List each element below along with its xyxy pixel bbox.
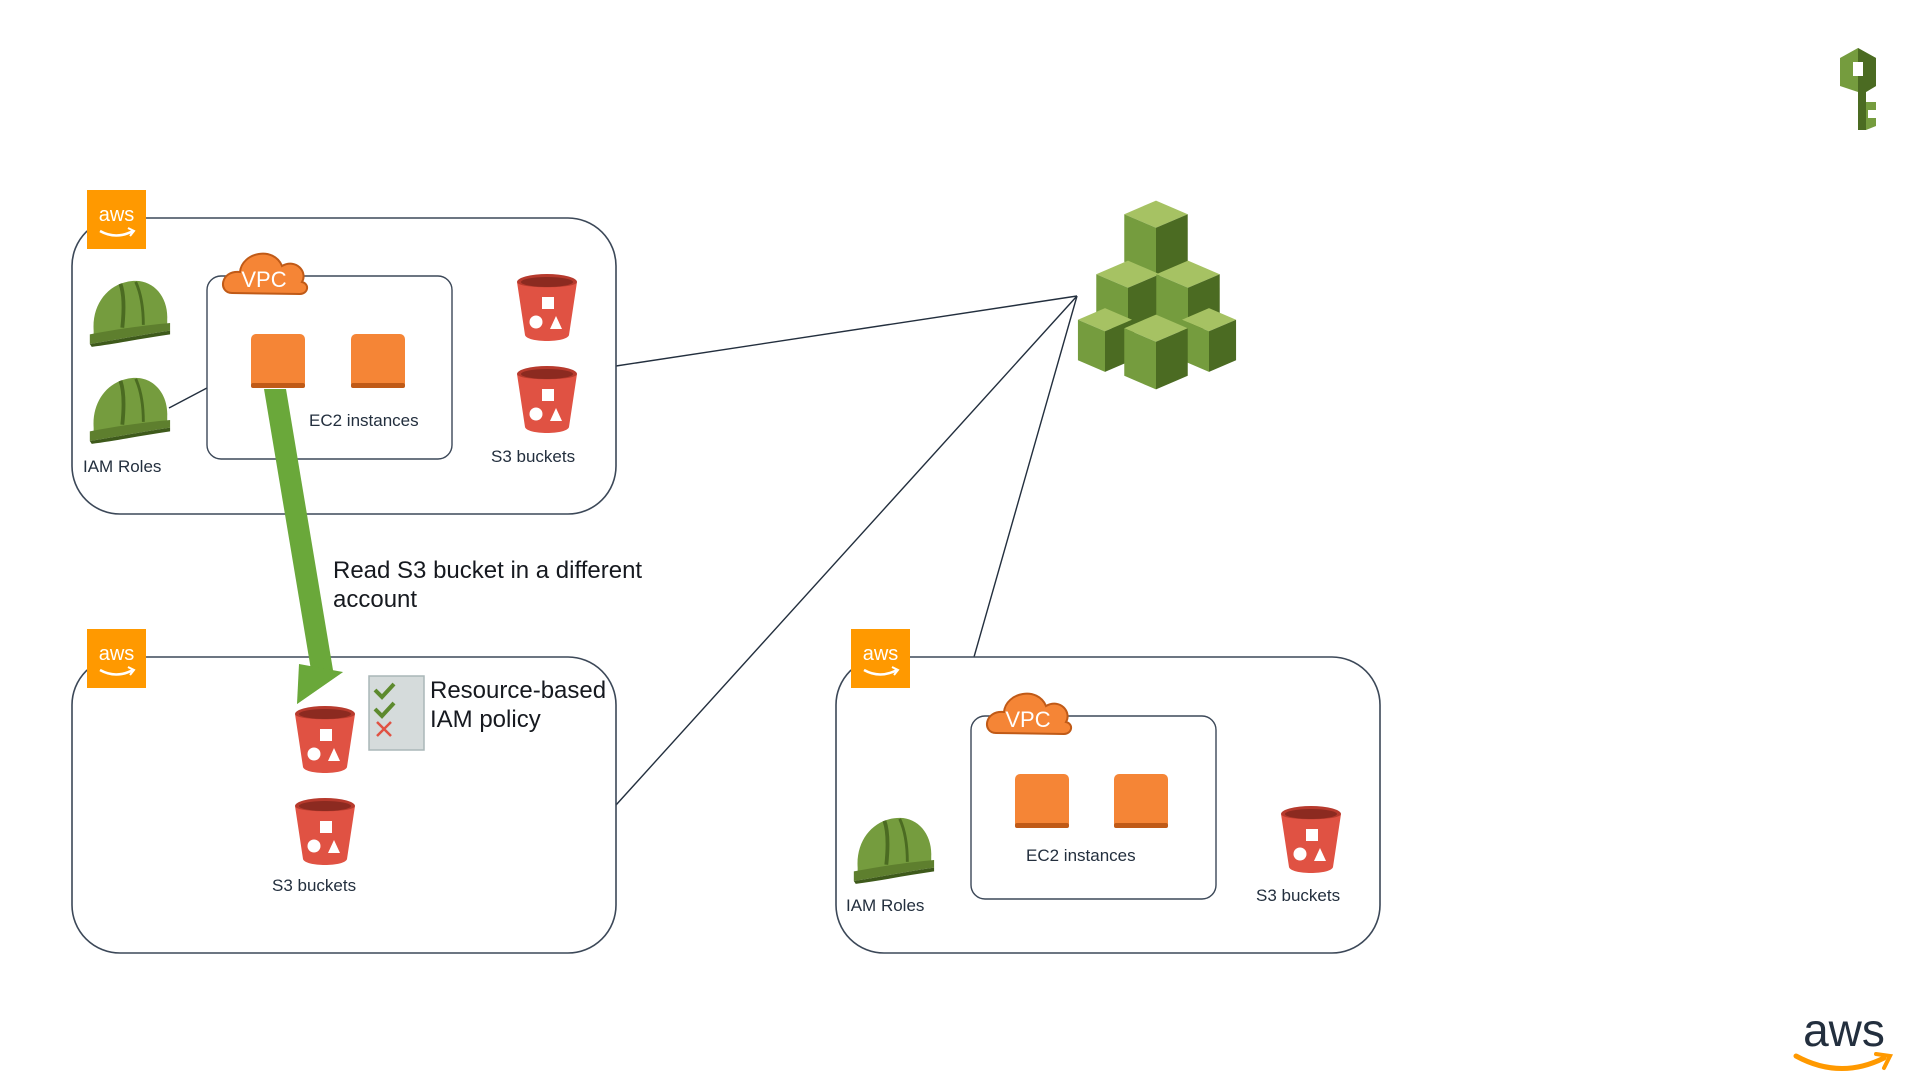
vpc-box-top: [206, 275, 453, 460]
s3-bucket-icon: [295, 706, 355, 773]
iam-role-helmet-icon: [851, 815, 936, 884]
link-bottom-right-account: [973, 295, 1078, 658]
policy-label: Resource-based IAM policy: [430, 676, 606, 734]
s3-bucket-icon: [1281, 806, 1341, 873]
s3-buckets-label: S3 buckets: [272, 876, 357, 895]
link-bottom-left-account: [615, 295, 1078, 806]
ec2-instance-icon: [1015, 774, 1069, 828]
vpc-cloud-icon: [222, 252, 308, 296]
cross-account-arrow: [264, 389, 343, 704]
arrow-label: Read S3 bucket in a different account: [333, 556, 642, 614]
s3-buckets-label: S3 buckets: [1256, 886, 1341, 905]
vpc-cloud-icon: [986, 692, 1072, 736]
aws-logo-icon: [87, 629, 146, 688]
iam-role-helmet-icon: [87, 375, 172, 444]
iam-roles-label: IAM Roles: [83, 457, 162, 476]
s3-bucket-icon: [517, 366, 577, 433]
iam-key-icon: [1840, 48, 1876, 130]
ec2-instance-icon: [351, 334, 405, 388]
aws-corner-logo: aws: [1793, 1004, 1894, 1071]
vpc-label: VPC: [1005, 707, 1050, 732]
link-top-account: [615, 295, 1078, 367]
ec2-instances-label: EC2 instances: [1026, 846, 1136, 865]
vpc-box-right: [970, 715, 1217, 900]
s3-bucket-icon: [295, 798, 355, 865]
vpc-label: VPC: [241, 267, 286, 292]
ec2-instances-label: EC2 instances: [309, 411, 419, 430]
iam-role-helmet-icon: [87, 278, 172, 347]
account-bottom-left-box: [71, 656, 617, 954]
s3-buckets-label: S3 buckets: [491, 447, 576, 466]
account-top-left-box: [71, 217, 617, 515]
ec2-instance-icon: [251, 334, 305, 388]
aws-badge-text: aws: [863, 643, 899, 665]
iam-roles-label: IAM Roles: [846, 896, 925, 915]
aws-logo-icon: [87, 190, 146, 249]
account-bottom-right-box: [835, 656, 1381, 954]
aws-footer-logo-text: aws: [1803, 1004, 1885, 1056]
aws-badge-text: aws: [99, 204, 135, 226]
arrow-label-line2: account: [333, 586, 418, 613]
policy-checklist-icon: [368, 675, 425, 751]
aws-logo-icon: [851, 629, 910, 688]
aws-badge-text: aws: [99, 643, 135, 665]
s3-bucket-icon: [517, 274, 577, 341]
policy-label-line1: Resource-based: [430, 677, 607, 704]
aws-organizations-icon: [1077, 200, 1237, 390]
ec2-instance-icon: [1114, 774, 1168, 828]
arrow-label-line1: Read S3 bucket in a different: [333, 557, 643, 584]
policy-label-line2: IAM policy: [430, 706, 541, 733]
